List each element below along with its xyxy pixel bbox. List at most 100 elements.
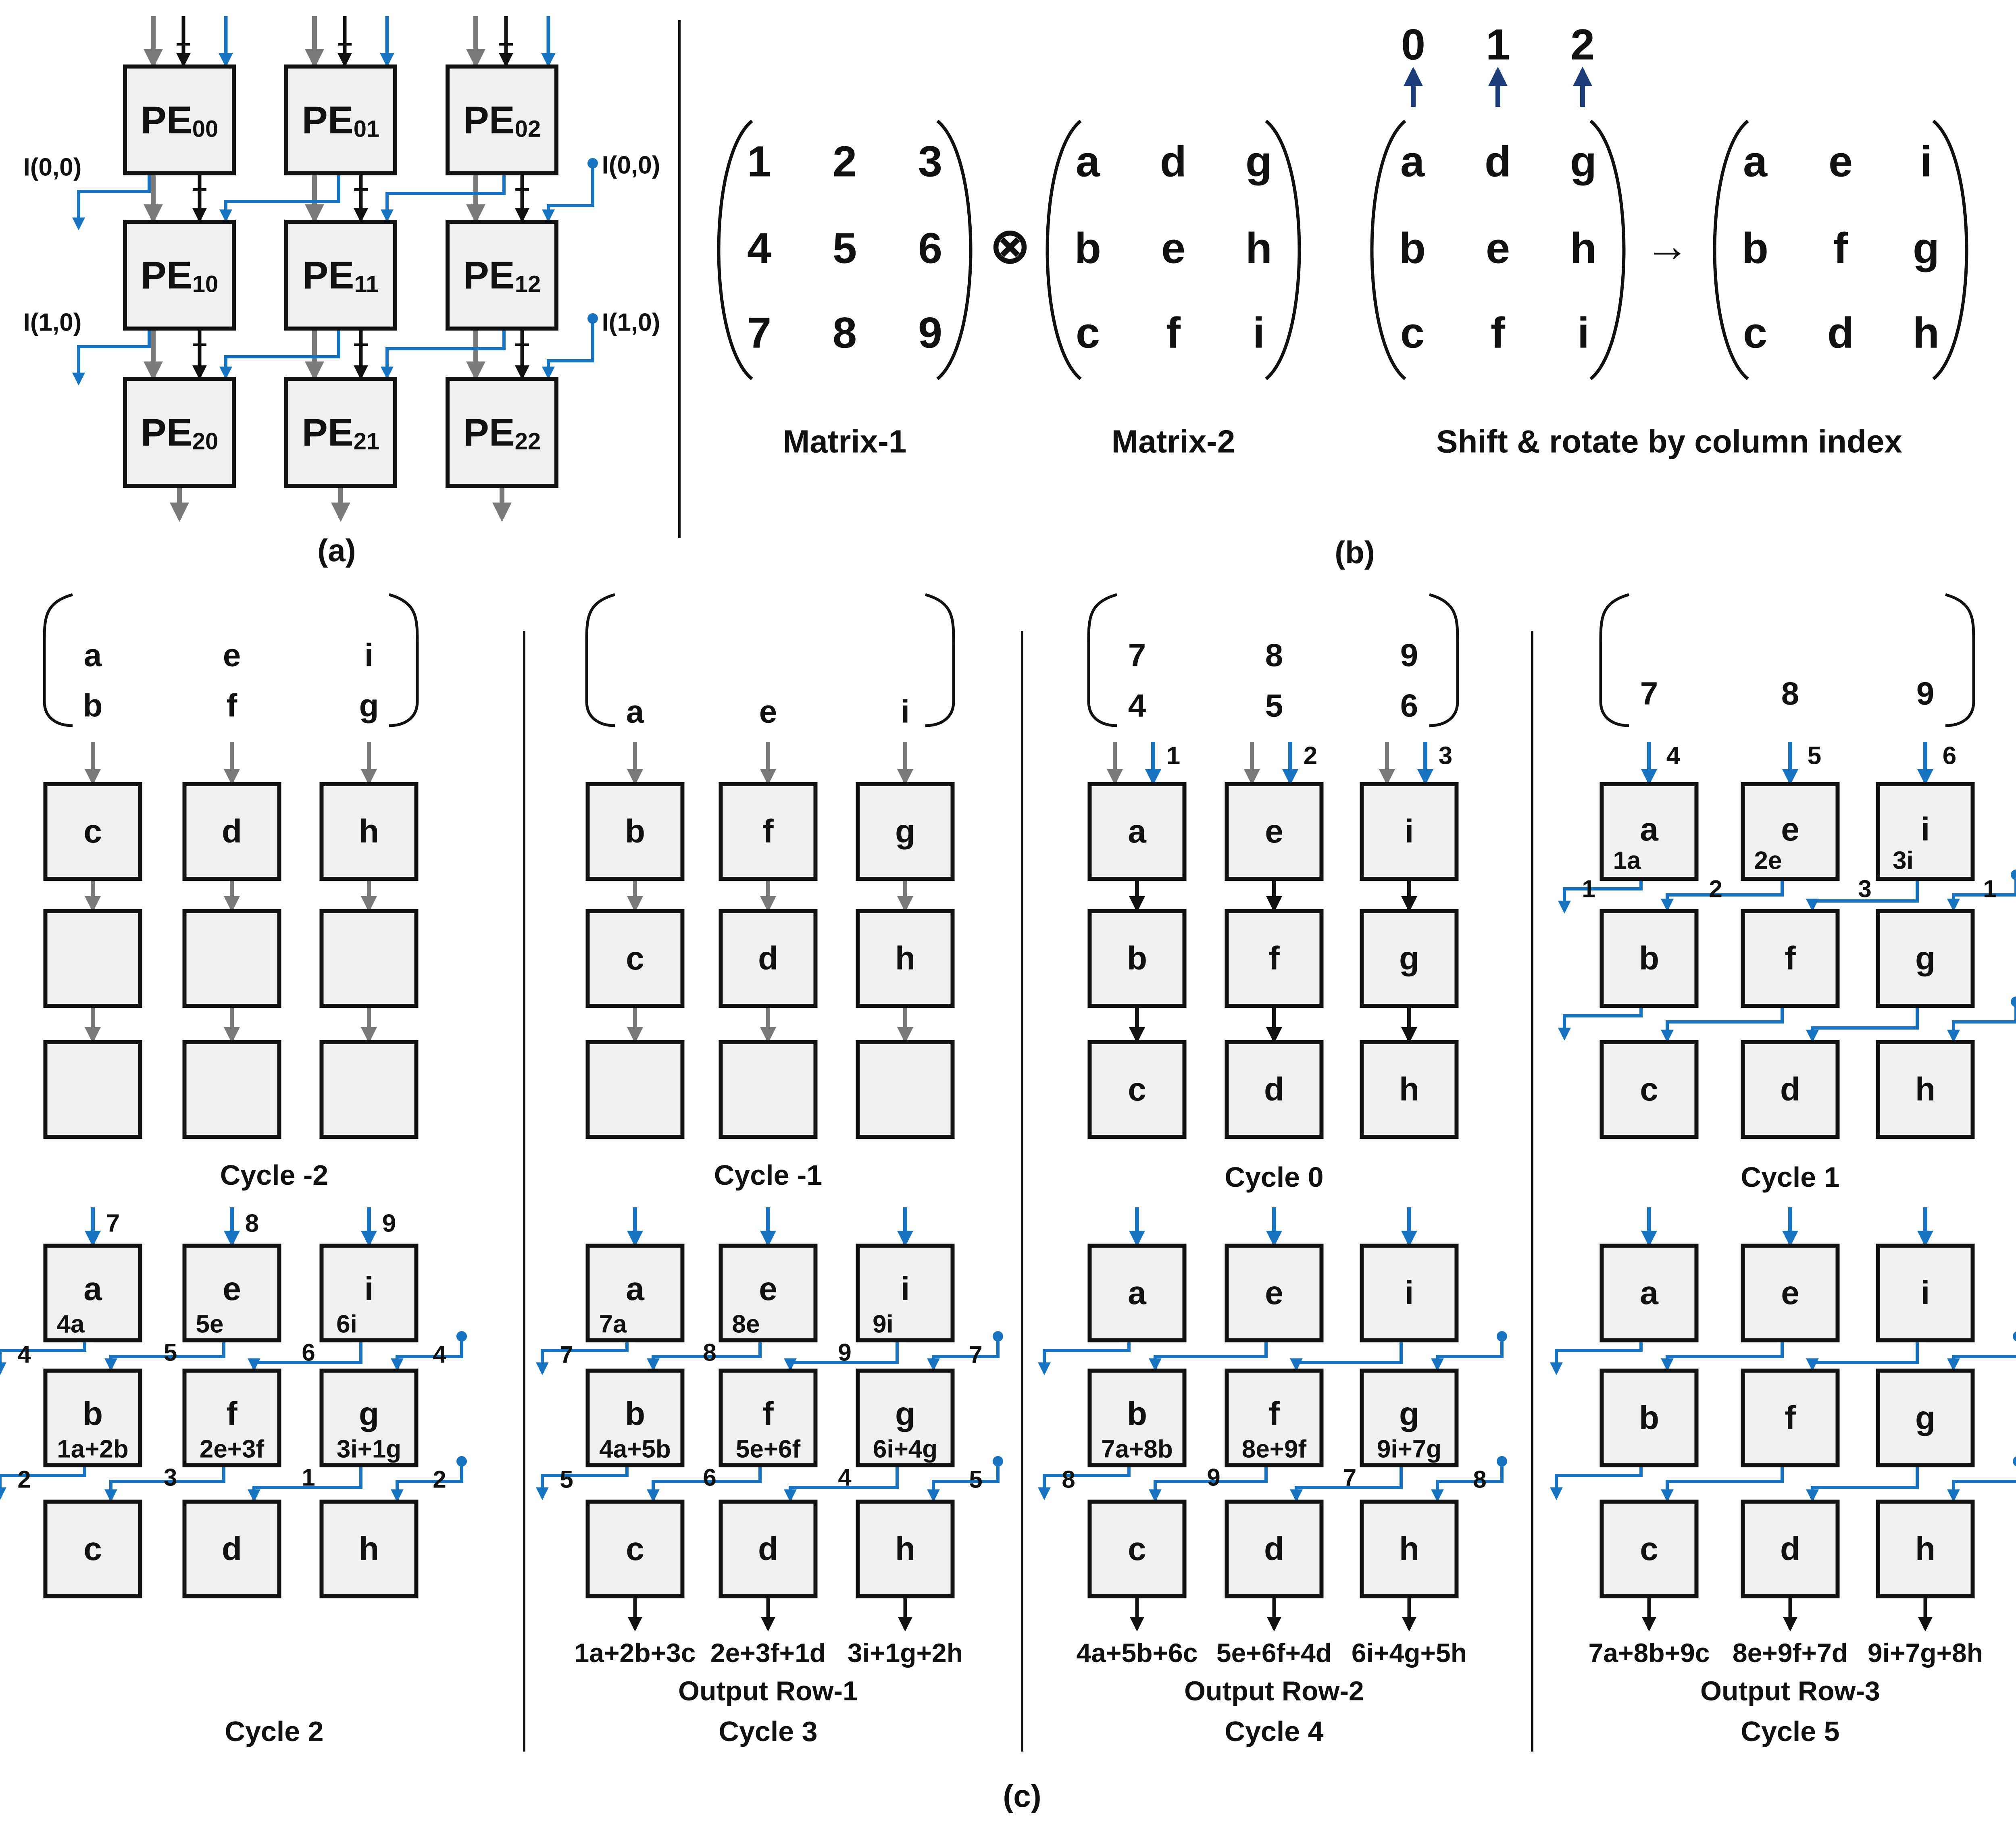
cell-cycle_m2-12 xyxy=(319,909,419,1008)
blue-shift-c-1 xyxy=(542,318,594,380)
cycle_3-shift-out-1 xyxy=(536,1465,629,1500)
c1-shift-out-1 xyxy=(1558,1006,1643,1041)
c1-shift-b-0 xyxy=(1806,879,1919,912)
cell-text-cycle_4-10: b xyxy=(1127,1396,1147,1432)
cycle_3-shift-a-0 xyxy=(647,1340,762,1371)
input-label-cycle_2-1: 8 xyxy=(245,1210,259,1238)
input-label-cycle_1-2: 6 xyxy=(1943,742,1956,770)
matrix3-cell-0: a xyxy=(1400,137,1425,186)
cycle-label-2: Cycle 0 xyxy=(1225,1161,1323,1193)
cycle_5-shift-a-1 xyxy=(1661,1465,1784,1502)
pe-label-20: PE20 xyxy=(141,411,219,454)
cell-text-cycle_1-20: c xyxy=(1640,1071,1658,1108)
matrix1-cell-7: 8 xyxy=(833,308,857,357)
input-label-cycle_1-0: 4 xyxy=(1666,742,1681,770)
cell-cycle_2-01 xyxy=(182,1244,281,1342)
cell-cycle_2-10 xyxy=(43,1369,142,1467)
bracket-cycle_0-top-2: 9 xyxy=(1400,637,1418,673)
cell-text-cycle_2-20: c xyxy=(83,1531,102,1567)
cell-text-cycle_1-02: i xyxy=(1921,811,1930,848)
cell-text-cycle_3-10: b xyxy=(625,1396,645,1432)
blue-source-dot-1 xyxy=(587,313,598,324)
cell-cycle_1-11 xyxy=(1741,909,1840,1008)
cell-cycle_5-21 xyxy=(1741,1500,1840,1598)
cell-cycle_4-12 xyxy=(1360,1369,1459,1467)
blue-shift-out-0 xyxy=(72,173,151,231)
bracket-cycle_0-right xyxy=(1429,593,1459,727)
matrix3-paren-left xyxy=(1370,119,1406,381)
cycle_4-hop-1-3: 8 xyxy=(1473,1466,1486,1493)
cell-cycle_5-10 xyxy=(1599,1369,1699,1467)
cycle_3-shift-a-1 xyxy=(647,1465,762,1502)
psum-cycle_2-2: 6i xyxy=(336,1311,357,1338)
bracket-cycle_m2-top-0: a xyxy=(84,637,102,673)
matrix3-cell-1: d xyxy=(1485,137,1511,186)
matrix1-cell-6: 7 xyxy=(747,308,771,357)
blue-shift-a-1 xyxy=(219,329,340,380)
pe-label-02: PE02 xyxy=(463,98,541,142)
cell-text-cycle_0-01: e xyxy=(1265,813,1283,850)
c1-source-dot-1 xyxy=(2011,997,2016,1007)
cell-cycle_5-11 xyxy=(1741,1369,1840,1467)
cell-text-cycle_m1-10: c xyxy=(626,940,644,977)
cell-text-cycle_1-10: b xyxy=(1639,940,1659,977)
cell-cycle_2-11 xyxy=(182,1369,281,1467)
matrix2-cell-7: f xyxy=(1166,308,1181,357)
cell-cycle_m1-10 xyxy=(585,909,685,1008)
c1-hop-3: 1 xyxy=(1983,876,1996,903)
cell-text-cycle_m1-02: g xyxy=(895,813,915,850)
cell-text-cycle_2-00: a xyxy=(83,1271,102,1307)
cycle_4-hop-1-1: 9 xyxy=(1207,1464,1220,1491)
psum-cycle_2-1: 5e xyxy=(196,1311,224,1338)
matrix4-cell-0: a xyxy=(1743,137,1768,186)
bracket-cycle_m2-right xyxy=(389,593,419,727)
output-cycle_3-2: 3i+1g+2h xyxy=(848,1638,963,1668)
cycle_4-shift-a-0 xyxy=(1149,1340,1268,1371)
cell-cycle_1-00 xyxy=(1599,782,1699,881)
operator-symbol: ⊗ xyxy=(990,219,1031,273)
cell-cycle_3-12 xyxy=(856,1369,955,1467)
cell-text-cycle_2-11: f xyxy=(226,1396,237,1432)
cell-text-cycle_1-01: e xyxy=(1781,811,1799,848)
caption-b: (b) xyxy=(1335,535,1375,570)
cell-cycle_0-10 xyxy=(1087,909,1187,1008)
cell-cycle_1-02 xyxy=(1876,782,1975,881)
input-label-cycle_1-1: 5 xyxy=(1808,742,1821,770)
matrix1-label: Matrix-1 xyxy=(783,424,907,460)
matrix4-paren-right xyxy=(1932,119,1968,381)
cycle_4-shift-out-0 xyxy=(1038,1340,1131,1375)
bracket-cycle_m2-left xyxy=(43,593,73,727)
cycle_5-shift-a-0 xyxy=(1661,1340,1784,1371)
matrix3-cell-7: f xyxy=(1491,308,1506,357)
cycle_2-hop-0-1: 5 xyxy=(164,1339,177,1366)
cell-cycle_2-21 xyxy=(182,1500,281,1598)
bracket-cycle_1-right xyxy=(1945,593,1975,727)
matrix3-cell-2: g xyxy=(1570,137,1597,186)
cell-cycle_m2-20 xyxy=(43,1040,142,1139)
matrix4-cell-2: i xyxy=(1920,137,1932,186)
cycle_3-shift-b-1 xyxy=(784,1465,899,1502)
cell-cycle_m2-10 xyxy=(43,909,142,1008)
blue-shift-c-0 xyxy=(542,163,594,223)
matrix2-paren-left xyxy=(1045,119,1082,381)
cell-text-cycle_5-12: g xyxy=(1915,1400,1935,1436)
cell-cycle_0-02 xyxy=(1360,782,1459,881)
cell-cycle_3-00 xyxy=(585,1244,685,1342)
cell-text-cycle_1-11: f xyxy=(1785,940,1796,977)
pe-label-22: PE22 xyxy=(463,411,541,454)
pe-box-20 xyxy=(123,377,236,488)
psum-cycle_3-2: 9i xyxy=(873,1311,893,1338)
cell-text-cycle_4-12: g xyxy=(1399,1396,1419,1432)
cycle-label-0: Cycle -2 xyxy=(220,1159,328,1191)
cycle_5-shift-out-1 xyxy=(1550,1465,1643,1500)
cell-cycle_3-11 xyxy=(719,1369,818,1467)
matrix2-label: Matrix-2 xyxy=(1112,424,1235,460)
cell-cycle_m2-11 xyxy=(182,909,281,1008)
cycle_4-source-dot-0 xyxy=(1497,1331,1507,1342)
cell-text-cycle_4-02: i xyxy=(1405,1275,1414,1311)
cell-cycle_3-21 xyxy=(719,1500,818,1598)
cell-cycle_m1-12 xyxy=(856,909,955,1008)
bracket-cycle_0-left xyxy=(1087,593,1117,727)
